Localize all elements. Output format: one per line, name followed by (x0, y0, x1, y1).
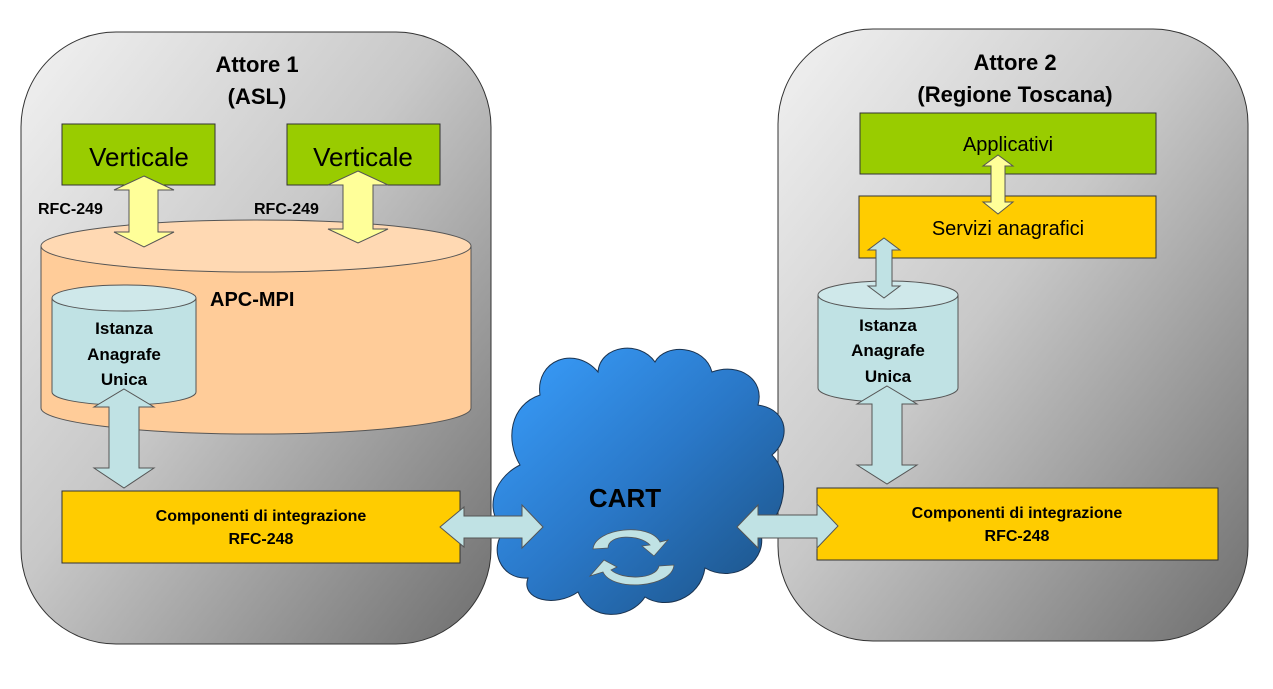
actor1-instance-line2: Anagrafe (87, 345, 161, 364)
actor2-instance-line3: Unica (865, 367, 912, 386)
actor1-integration-line2: RFC-248 (229, 531, 294, 548)
actor1-integration-box[interactable]: Componenti di integrazione RFC-248 (61, 490, 461, 564)
actor2-instance-integration-arrow (855, 385, 919, 485)
actor1-container: Attore 1 (ASL) APC-MPI Verticale Vertica… (20, 31, 492, 645)
actor2-subtitle: (Regione Toscana) (917, 82, 1112, 107)
actor1-cart-arrow (439, 503, 544, 550)
actor1-instance-line3: Unica (101, 370, 148, 389)
applicativi-servizi-arrow (981, 154, 1015, 215)
rfc249-left-arrow (113, 175, 175, 248)
servizi-anagrafici-label: Servizi anagrafici (932, 218, 1084, 240)
actor1-instance-database: Istanza Anagrafe Unica (51, 284, 197, 406)
verticale-left-box[interactable]: Verticale (61, 123, 216, 186)
servizi-instance-arrow (866, 237, 902, 299)
actor2-cart-arrow (736, 502, 839, 550)
applicativi-label: Applicativi (963, 134, 1053, 156)
cart-cloud[interactable]: CART (492, 347, 785, 615)
sync-icon (588, 529, 675, 586)
cart-label: CART (589, 483, 661, 513)
actor2-container: Attore 2 (Regione Toscana) Applicativi S… (777, 28, 1249, 642)
actor2-instance-database: Istanza Anagrafe Unica (817, 280, 959, 403)
apc-mpi-label: APC-MPI (210, 289, 294, 311)
actor2-instance-line2: Anagrafe (851, 341, 925, 360)
actor1-instance-integration-arrow (92, 388, 156, 489)
rfc249-right-arrow (327, 170, 389, 244)
actor1-integration-line1: Componenti di integrazione (156, 508, 367, 525)
actor2-integration-line2: RFC-248 (985, 528, 1050, 545)
actor1-title: Attore 1 (215, 52, 298, 77)
actor2-instance-line1: Istanza (859, 316, 917, 335)
rfc249-left-label: RFC-249 (38, 201, 103, 218)
actor2-title: Attore 2 (973, 50, 1056, 75)
actor1-instance-line1: Istanza (95, 319, 153, 338)
actor2-integration-box[interactable]: Componenti di integrazione RFC-248 (816, 487, 1219, 561)
rfc249-right-label: RFC-249 (254, 201, 319, 218)
applicativi-box[interactable]: Applicativi (859, 112, 1157, 175)
actor1-subtitle: (ASL) (228, 84, 287, 109)
verticale-left-label: Verticale (89, 142, 189, 172)
actor2-integration-line1: Componenti di integrazione (912, 505, 1123, 522)
verticale-right-label: Verticale (313, 142, 413, 172)
